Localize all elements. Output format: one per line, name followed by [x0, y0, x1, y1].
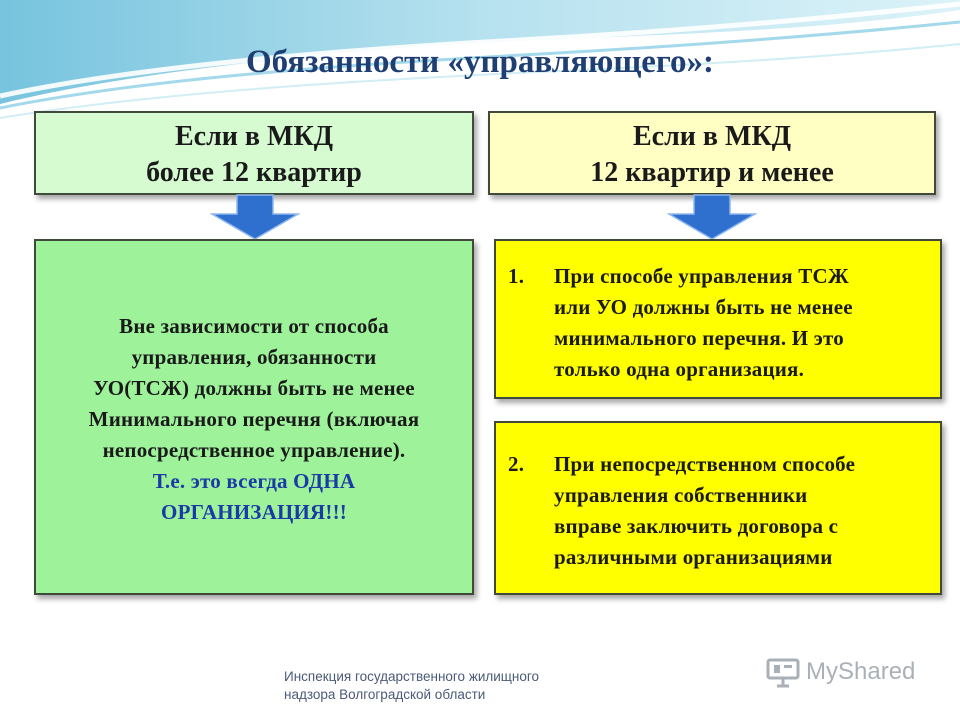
left-content-box: Вне зависимости от способа управления, о… [34, 239, 474, 595]
header-box-12-or-less: Если в МКД 12 квартир и менее [488, 111, 936, 195]
header-right-line1: Если в МКД [632, 121, 792, 152]
item-line: При способе управления ТСЖ [554, 264, 849, 288]
item-line: вправе заключить договора с [554, 514, 839, 538]
list-number: 1. [508, 264, 525, 288]
left-line: УО(ТСЖ) должны быть не менее [93, 376, 415, 400]
left-line: управления, обязанности [131, 345, 377, 369]
header-left-line1: Если в МКД [174, 121, 334, 152]
down-arrow-icon [667, 194, 757, 240]
right-item-box-1: 1. При способе управления ТСЖ или УО дол… [494, 239, 942, 399]
header-wave-decoration [0, 0, 960, 119]
item-line: минимального перечня. И это [554, 326, 844, 350]
list-number: 2. [508, 452, 525, 476]
item-line: или УО должны быть не менее [554, 295, 853, 319]
header-box-more-than-12: Если в МКД более 12 квартир [34, 111, 474, 195]
footer-line2: надзора Волгоградской области [284, 687, 486, 702]
header-left-line2: более 12 квартир [146, 157, 362, 188]
item-line: различными организациями [554, 545, 833, 569]
left-line: Минимального перечня (включая [88, 407, 420, 431]
footer-line1: Инспекция государственного жилищного [284, 669, 540, 684]
left-line: Вне зависимости от способа [119, 314, 389, 338]
header-right-line2: 12 квартир и менее [590, 157, 834, 188]
page-title: Обязанности «управляющего»: [245, 44, 715, 80]
item-line: При непосредственном способе [554, 452, 856, 476]
left-accent-line: ОРГАНИЗАЦИЯ!!! [161, 500, 347, 524]
presentation-board-icon [766, 658, 800, 688]
item-line: только одна организация. [554, 357, 805, 381]
down-arrow-icon [210, 194, 300, 240]
item-line: управления собственники [554, 483, 808, 507]
left-line: непосредственное управление). [102, 438, 406, 462]
right-item-box-2: 2. При непосредственном способе управлен… [494, 421, 942, 595]
footer-organization: Инспекция государственного жилищного над… [284, 668, 604, 704]
myshared-logo: MyShared [766, 656, 915, 688]
left-accent-line: Т.е. это всегда ОДНА [152, 469, 356, 493]
logo-text: MyShared [806, 658, 916, 685]
left-content-text: Вне зависимости от способа управления, о… [36, 311, 472, 528]
